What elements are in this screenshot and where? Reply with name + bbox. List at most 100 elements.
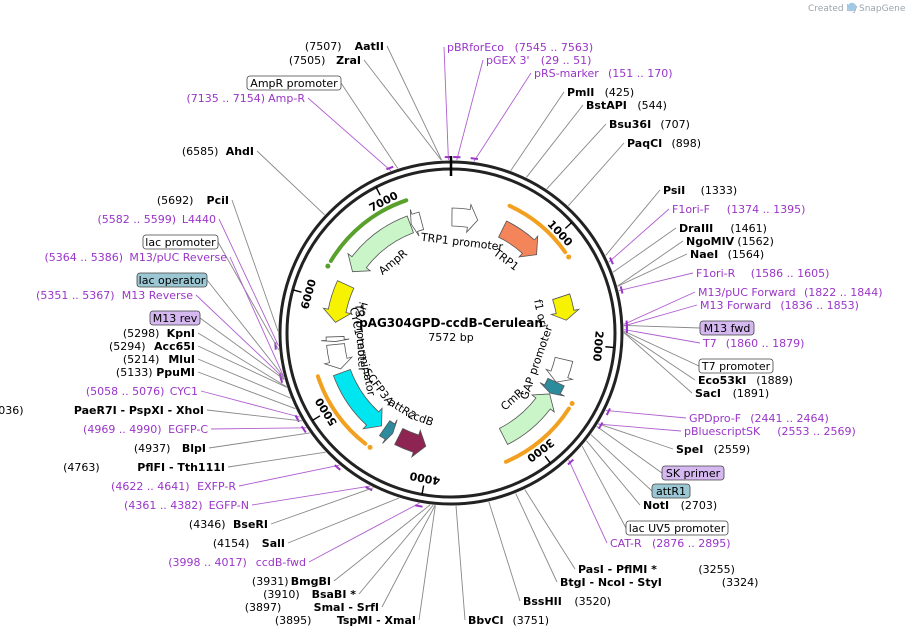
label-m13fwd2[interactable]: M13 Forward(1836 .. 1853) xyxy=(700,299,859,312)
label-position: (544) xyxy=(637,99,667,112)
feature-label-t3p: T3 promoter xyxy=(352,302,369,372)
label-exfpr[interactable]: EXFP-R(4622 .. 4641) xyxy=(111,480,236,493)
label-blpi[interactable]: BlpI(4937) xyxy=(134,442,206,455)
site-labels: AatII(7507)ZraI(7505) AmpR promoterAmp-R(… xyxy=(0,40,883,627)
label-bbvci[interactable]: BbvCI(3751) xyxy=(468,614,549,627)
label-m13pucf[interactable]: M13/pUC Forward(1822 .. 1844) xyxy=(698,286,883,299)
label-egfpc[interactable]: EGFP-C(4969 .. 4990) xyxy=(83,423,208,436)
label-m13rev[interactable]: M13 rev xyxy=(149,310,201,326)
label-pbsk[interactable]: pBluescriptSK(2553 .. 2569) xyxy=(684,425,856,438)
label-naei[interactable]: NaeI(1564) xyxy=(690,248,764,261)
label-mlui[interactable]: MluI(5214) xyxy=(123,353,195,366)
snapgene-logo-icon xyxy=(847,2,857,12)
label-amprprom[interactable]: AmpR promoter xyxy=(246,75,342,91)
label-position: (1860 .. 1879) xyxy=(726,337,805,350)
label-pbr[interactable]: pBRforEco(7545 .. 7563) xyxy=(447,41,593,54)
label-ampr-primer[interactable]: Amp-R(7135 .. 7154) xyxy=(186,92,305,105)
label-ngomiv[interactable]: NgoMIV(1562) xyxy=(686,235,774,248)
feature-scfp3a[interactable] xyxy=(332,368,383,430)
label-position: (1586 .. 1605) xyxy=(751,267,830,280)
label-sali[interactable]: SalI(4154) xyxy=(213,537,285,550)
label-btgi[interactable]: BtgI - NcoI - StyI(3324) xyxy=(560,576,758,589)
label-t7prom[interactable]: T7 promoter xyxy=(698,358,774,374)
label-bsu36i[interactable]: Bsu36I(707) xyxy=(609,118,690,131)
label-pcii[interactable]: PciI(5692) xyxy=(157,194,229,207)
label-eco53ki[interactable]: Eco53kI(1889) xyxy=(698,374,793,387)
label-spei[interactable]: SpeI(2559) xyxy=(676,443,750,456)
label-tspmi[interactable]: TspMI - XmaI(3895) xyxy=(275,614,416,627)
label-position: (5058 .. 5076) xyxy=(86,385,165,398)
label-prs[interactable]: pRS-marker(151 .. 170) xyxy=(534,67,673,80)
label-kpni[interactable]: KpnI(5298) xyxy=(123,327,195,340)
label-m13rev2[interactable]: M13 Reverse(5351 .. 5367) xyxy=(36,289,193,302)
label-bseri[interactable]: BseRI(4346) xyxy=(189,518,268,531)
label-t7[interactable]: T7(1860 .. 1879) xyxy=(702,337,804,350)
feature-cmr[interactable] xyxy=(498,393,555,446)
label-position: (707) xyxy=(660,118,690,131)
feature-t3p[interactable] xyxy=(321,336,350,342)
label-bmgbi[interactable]: BmgBI(3931) xyxy=(252,575,331,588)
leader-line xyxy=(623,324,701,329)
ruler-tick-label: 6000 xyxy=(298,277,319,310)
leader-line xyxy=(197,345,287,388)
label-bsabi[interactable]: BsaBI *(3910) xyxy=(263,588,356,601)
label-m13rev-pr[interactable]: M13/pUC Reverse(5364 .. 5386) xyxy=(44,251,227,264)
label-ccdbfwd[interactable]: ccdB-fwd(3998 .. 4017) xyxy=(168,556,306,569)
ruler-tick-label: 4000 xyxy=(408,469,441,487)
label-position: (5298) xyxy=(123,327,160,340)
label-paqci[interactable]: PaqCI(898) xyxy=(627,137,701,150)
feature-trp1[interactable] xyxy=(498,220,539,258)
label-zrai[interactable]: ZraI(7505) xyxy=(289,54,361,67)
label-l4440[interactable]: L4440(5582 .. 5599) xyxy=(97,213,216,226)
label-pfl[interactable]: PflFI - Tth111I(4763) xyxy=(63,461,225,474)
feature-ampr[interactable] xyxy=(347,215,414,273)
label-aati[interactable]: AatII(7507) xyxy=(305,40,384,53)
label-f1orir[interactable]: F1ori-R (1586 .. 1605) xyxy=(696,267,829,280)
label-skprimer[interactable]: SK primer xyxy=(661,465,725,481)
leader-line xyxy=(473,72,532,162)
leader-line xyxy=(612,227,677,273)
feature-gapp[interactable] xyxy=(545,356,574,383)
leader-line xyxy=(524,489,576,570)
label-lacop[interactable]: lac operator xyxy=(136,272,208,288)
feature-attr1[interactable] xyxy=(539,377,565,397)
label-acc65i[interactable]: Acc65I(5294) xyxy=(109,340,195,353)
label-gpdpro[interactable]: GPDpro-F(2441 .. 2464) xyxy=(689,412,829,425)
label-cyc1[interactable]: CYC1(5058 .. 5076) xyxy=(86,385,198,398)
label-position: (4937) xyxy=(134,442,171,455)
feature-attr2[interactable] xyxy=(378,419,398,444)
label-position: (7135 .. 7154) xyxy=(186,92,265,105)
label-pgex[interactable]: pGEX 3'(29 .. 51) xyxy=(486,54,591,67)
label-bstapi[interactable]: BstAPI(544) xyxy=(586,99,667,112)
label-lacuv5[interactable]: lac UV5 promoter xyxy=(625,520,729,536)
label-ahdi[interactable]: AhdI(6585) xyxy=(182,145,254,158)
label-f1orif[interactable]: F1ori-F(1374 .. 1395) xyxy=(672,203,805,216)
label-psshii[interactable]: BssHII(3520) xyxy=(523,595,611,608)
feature-trp1p[interactable] xyxy=(451,203,479,234)
label-box-text: lac UV5 promoter xyxy=(629,522,726,535)
feature-cyc1t[interactable] xyxy=(323,343,354,370)
label-noti[interactable]: NotI(2703) xyxy=(643,499,717,512)
label-ppumi[interactable]: PpuMI(5133) xyxy=(116,366,195,379)
feature-ori[interactable] xyxy=(322,280,355,323)
label-smai[interactable]: SmaI - SrfI(3897) xyxy=(245,601,379,614)
feature-amprp[interactable] xyxy=(409,209,425,237)
feature-f1ori[interactable] xyxy=(549,293,581,321)
label-box xyxy=(651,483,691,499)
label-pmli[interactable]: PmlI(425) xyxy=(567,86,634,99)
label-draiii[interactable]: DraIII(1461) xyxy=(679,222,767,235)
label-attr1b[interactable]: attR1 xyxy=(651,483,691,499)
label-box xyxy=(136,272,208,288)
label-m13fwd[interactable]: M13 fwd xyxy=(699,320,755,336)
label-lacprom[interactable]: lac promoter xyxy=(142,234,219,250)
label-name: F1ori-R xyxy=(696,267,736,280)
label-paer7i[interactable]: PaeR7I - PspXI - XhoI(5036) xyxy=(0,404,204,417)
label-pasi[interactable]: PasI - PflMI *(3255) xyxy=(578,563,735,576)
feature-ccdb[interactable] xyxy=(394,427,427,459)
label-catr[interactable]: CAT-R(2876 .. 2895) xyxy=(610,537,731,550)
orf-arrow-tip xyxy=(325,263,331,269)
label-saci[interactable]: SacI(1891) xyxy=(695,387,769,400)
label-psii[interactable]: PsiI(1333) xyxy=(663,184,737,197)
label-egfpn[interactable]: EGFP-N(4361 .. 4382) xyxy=(124,499,249,512)
